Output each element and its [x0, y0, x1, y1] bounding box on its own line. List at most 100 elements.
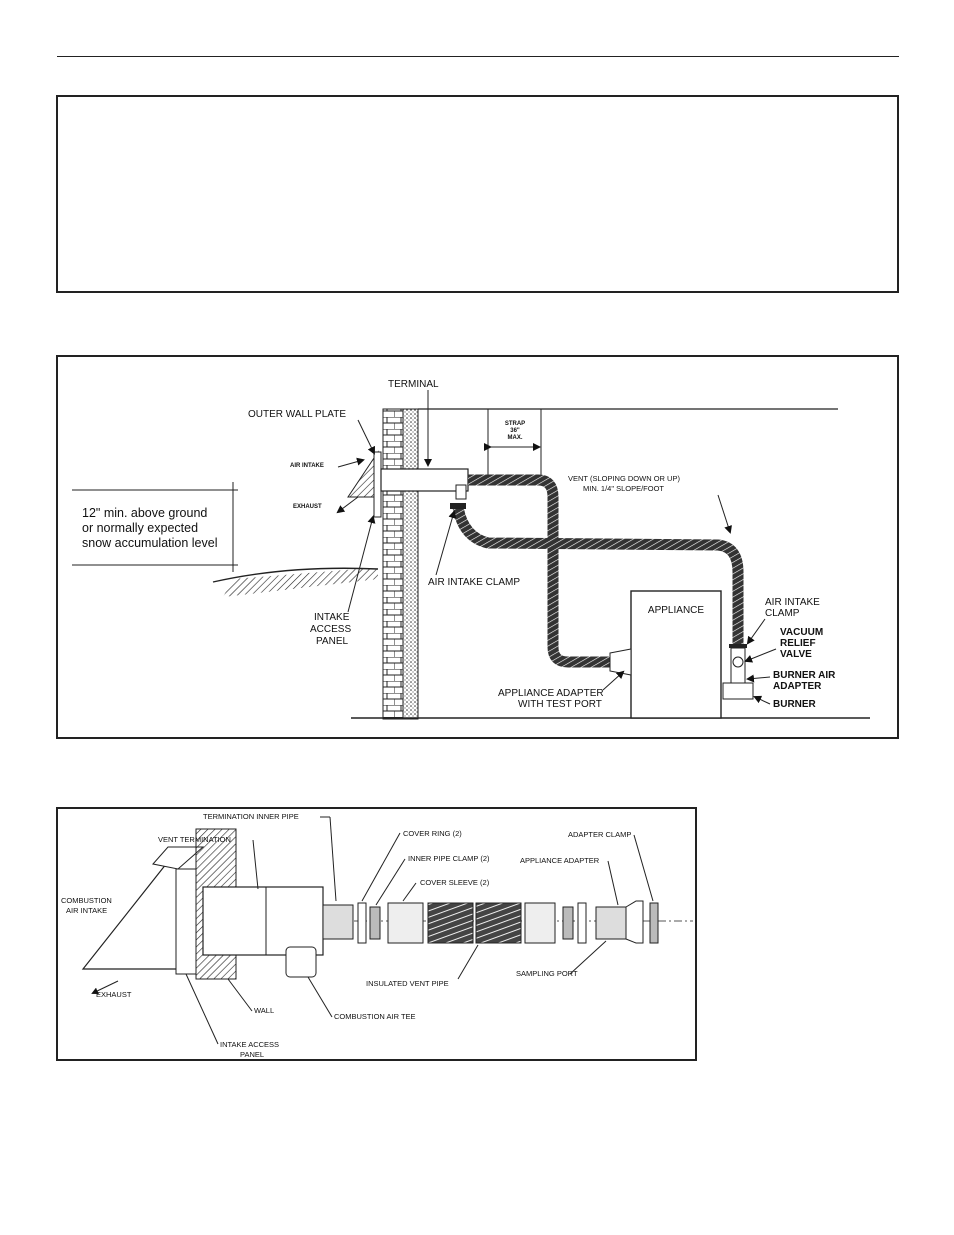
terminal-label: TERMINAL	[388, 379, 439, 390]
vent-parts-diagram: TERMINATION INNER PIPE VENT TERMINATION …	[56, 807, 697, 1061]
inner-pipe-clamp-leader	[375, 858, 406, 906]
burner-air-label-1: BURNER AIR	[773, 670, 836, 681]
appliance-box	[630, 590, 722, 719]
insulated-pipe-2	[475, 902, 522, 944]
combustion-air-tee-leader	[307, 976, 333, 1018]
ground-line	[212, 567, 379, 583]
exhaust-label: EXHAUST	[293, 504, 322, 510]
strap-label-3: MAX.	[508, 435, 523, 441]
outer-wall-plate	[373, 451, 382, 518]
cover-ring-2	[577, 902, 587, 944]
intake-access-panel	[175, 868, 197, 975]
burner-label: BURNER	[773, 699, 817, 710]
appliance-adapter-leader	[607, 860, 619, 906]
vacuum-label-1: VACUUM	[780, 627, 823, 638]
exhaust-arrow	[91, 980, 119, 994]
cover-sleeve-leader	[402, 882, 417, 902]
intake-access-label-2: PANEL	[240, 1050, 264, 1059]
clearance-label-2: or normally expected	[82, 521, 198, 535]
appliance-adapter	[609, 648, 632, 676]
combustion-air-tee	[285, 946, 317, 978]
strap-label: STRAP	[505, 421, 525, 427]
air-intake-label: AIR INTAKE	[290, 463, 324, 469]
vent-label-2: MIN. 1/4" SLOPE/FOOT	[583, 484, 664, 493]
brick-wall	[382, 408, 404, 720]
cover-ring-leader	[361, 832, 401, 902]
air-intake-clamp-left	[450, 503, 466, 509]
cover-sleeve-2	[524, 902, 556, 944]
appliance-label: APPLIANCE	[648, 605, 704, 616]
cover-ring-label: COVER RING (2)	[403, 829, 462, 838]
intake-access-leader	[185, 973, 219, 1045]
vacuum-leader	[744, 648, 777, 663]
air-intake-flex	[452, 505, 744, 647]
text-box-empty	[56, 95, 899, 293]
appliance-adapter	[595, 906, 627, 940]
vent-leader	[717, 494, 732, 534]
vent-termination-leader	[252, 839, 259, 890]
inner-pipe-clamp-2	[562, 906, 574, 940]
sampling-port-label: SAMPLING PORT	[516, 969, 578, 978]
clearance-label-1: 12" min. above ground	[82, 506, 207, 520]
air-intake-clamp-label: AIR INTAKE CLAMP	[428, 577, 520, 588]
cover-sleeve-label: COVER SLEEVE (2)	[420, 878, 490, 887]
termination-pipe	[202, 886, 324, 956]
air-intake-clamp-right	[729, 644, 747, 648]
outer-wall-plate-leader	[357, 419, 375, 455]
exhaust-label: EXHAUST	[96, 990, 132, 999]
exhaust-arrow	[336, 496, 359, 514]
termination-inner-pipe	[322, 904, 354, 940]
termination-inner-pipe-label: TERMINATION INNER PIPE	[203, 812, 299, 821]
insulated-vent-pipe-leader	[457, 944, 479, 980]
clearance-label-3: snow accumulation level	[82, 536, 218, 550]
air-intake-arrow	[337, 457, 365, 468]
wall-label: WALL	[254, 1006, 274, 1015]
wall-leader	[227, 978, 253, 1012]
adapter-clamp-label: ADAPTER CLAMP	[568, 830, 631, 839]
appliance-adapter-label-1: APPLIANCE ADAPTER	[498, 688, 604, 699]
combustion-air-intake-label-2: AIR INTAKE	[66, 906, 107, 915]
appliance-adapter-label-2: WITH TEST PORT	[518, 699, 602, 710]
burner-leader	[753, 695, 771, 705]
combustion-air-intake-label-1: COMBUSTION	[61, 896, 112, 905]
burner-air-leader	[746, 674, 771, 683]
vent-installation-svg: STRAP 36" MAX. 12" min. above ground or …	[72, 379, 870, 720]
ground-hatch	[223, 569, 378, 597]
appliance-adapter-leader	[602, 670, 625, 691]
insulated-vent-pipe-label: INSULATED VENT PIPE	[366, 979, 449, 988]
inner-pipe-clamp-1	[369, 906, 381, 940]
air-intake-clamp-right-label-2: CLAMP	[765, 608, 800, 619]
vent-installation-diagram: STRAP 36" MAX. 12" min. above ground or …	[56, 355, 899, 739]
cover-sleeve-1	[387, 902, 424, 944]
wall-insulation	[402, 408, 419, 720]
vent-label-1: VENT (SLOPING DOWN OR UP)	[568, 474, 680, 483]
intake-access-leader	[347, 515, 376, 613]
intake-access-label-3: PANEL	[316, 636, 348, 647]
intake-access-label-1: INTAKE	[314, 612, 350, 623]
air-intake-clamp-leader	[435, 510, 457, 576]
burner-box	[722, 682, 754, 700]
air-intake-clamp-right-leader	[746, 618, 766, 645]
vacuum-relief-valve	[732, 656, 744, 668]
adapter-flare	[625, 900, 644, 944]
intake-access-label-1: INTAKE ACCESS	[220, 1040, 279, 1049]
vent-termination-label: VENT TERMINATION	[158, 835, 231, 844]
strap-label-2: 36"	[510, 428, 520, 434]
terminal-pipe	[380, 468, 469, 492]
outer-wall-plate-label: OUTER WALL PLATE	[248, 409, 346, 420]
vacuum-label-3: VALVE	[780, 649, 812, 660]
intake-access-label-2: ACCESS	[310, 624, 351, 635]
adapter-clamp	[649, 902, 659, 944]
vent-pipe-flex	[468, 474, 613, 668]
combustion-tee	[455, 484, 467, 500]
burner-air-label-2: ADAPTER	[773, 681, 822, 692]
inner-pipe-clamp-label: INNER PIPE CLAMP (2)	[408, 854, 490, 863]
air-intake-clamp-right-label-1: AIR INTAKE	[765, 597, 820, 608]
appliance-adapter-label: APPLIANCE ADAPTER	[520, 856, 600, 865]
vent-parts-svg: TERMINATION INNER PIPE VENT TERMINATION …	[61, 812, 693, 1059]
tip-leader-b	[329, 816, 337, 902]
combustion-air-tee-label: COMBUSTION AIR TEE	[334, 1012, 416, 1021]
insulated-pipe-1	[427, 902, 474, 944]
header-rule	[57, 56, 899, 57]
vacuum-label-2: RELIEF	[780, 638, 816, 649]
